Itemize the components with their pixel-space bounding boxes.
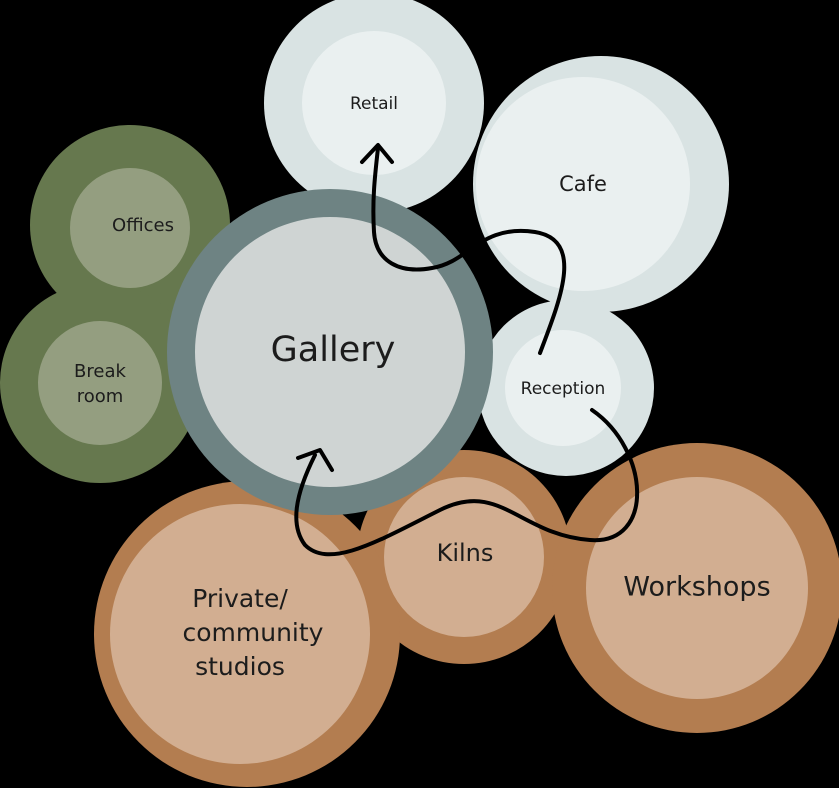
retail-label: Retail bbox=[350, 94, 398, 114]
gallery-label: Gallery bbox=[271, 330, 396, 370]
break-room-label-line2: room bbox=[77, 386, 124, 407]
studios-label-line3: studios bbox=[195, 652, 285, 681]
arrowhead-gallery bbox=[296, 448, 334, 472]
light-blue-group bbox=[264, 0, 729, 476]
reception-bubble bbox=[505, 330, 621, 446]
cafe-bubble bbox=[476, 77, 690, 291]
green-group bbox=[0, 125, 230, 483]
circulation-path bbox=[294, 143, 640, 557]
offices-label: Offices bbox=[112, 215, 174, 236]
studios-bubble bbox=[110, 504, 370, 764]
offices-bubble bbox=[70, 168, 190, 288]
arrowhead-retail bbox=[360, 143, 394, 164]
workshops-label: Workshops bbox=[623, 572, 770, 603]
reception-label: Reception bbox=[521, 379, 606, 399]
gallery-bubble bbox=[195, 217, 465, 487]
retail-bubble bbox=[302, 31, 446, 175]
kilns-label: Kilns bbox=[437, 539, 494, 567]
cafe-label: Cafe bbox=[559, 172, 607, 196]
brown-group bbox=[94, 443, 839, 787]
path-reception-to-gallery bbox=[294, 408, 640, 557]
path-reception-to-retail bbox=[371, 146, 567, 355]
studios-label-line1: Private/ bbox=[192, 584, 288, 613]
workshops-bubble bbox=[586, 477, 808, 699]
break-room-bubble bbox=[38, 321, 162, 445]
break-room-label-line1: Break bbox=[74, 361, 126, 382]
studios-label-line2: community bbox=[183, 618, 324, 647]
